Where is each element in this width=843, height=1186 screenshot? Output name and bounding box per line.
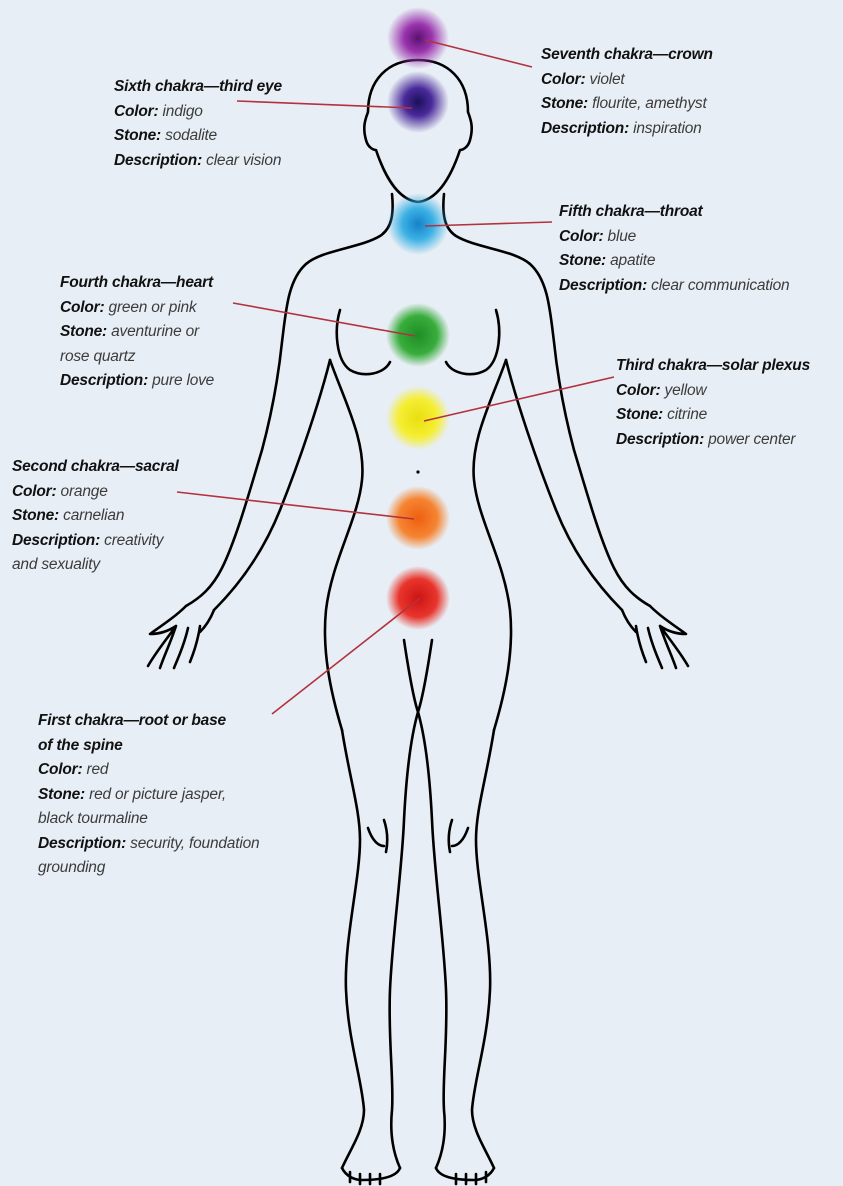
color-value: green or pink — [109, 299, 197, 316]
label-solar-plexus: Third chakra—solar plexus Color: yellow … — [616, 354, 810, 452]
chakra-title: Third chakra—solar plexus — [616, 354, 810, 379]
label-root: First chakra—root or base of the spine C… — [38, 709, 259, 881]
stone-key: Stone: — [60, 323, 107, 340]
stone-key: Stone: — [616, 406, 663, 423]
stone-value: sodalite — [165, 127, 217, 144]
chakra-title: Second chakra—sacral — [12, 455, 179, 480]
color-key: Color: — [12, 483, 56, 500]
description-value-continued: grounding — [38, 859, 105, 876]
stone-key: Stone: — [12, 507, 59, 524]
description-key: Description: — [114, 152, 202, 169]
leader-heart — [233, 303, 415, 336]
stone-value: flourite, amethyst — [592, 95, 706, 112]
leader-root — [272, 598, 420, 714]
color-key: Color: — [559, 228, 603, 245]
chakra-title: First chakra—root or base — [38, 709, 259, 734]
description-value: security, foundation — [130, 835, 259, 852]
chakra-dot-sacral — [386, 486, 450, 550]
color-value: violet — [590, 71, 625, 88]
stone-value: carnelian — [63, 507, 124, 524]
left-leg-outer — [342, 730, 364, 1168]
description-key: Description: — [559, 277, 647, 294]
stone-key: Stone: — [559, 252, 606, 269]
color-key: Color: — [114, 103, 158, 120]
description-value: clear communication — [651, 277, 789, 294]
chest-right — [446, 310, 499, 374]
chakra-dot-root — [386, 566, 450, 630]
neck-right — [443, 194, 530, 264]
right-hand — [622, 606, 688, 668]
stone-value: aventurine or — [111, 323, 199, 340]
left-leg-inner — [390, 712, 418, 1168]
description-key: Description: — [38, 835, 126, 852]
label-sacral: Second chakra—sacral Color: orange Stone… — [12, 455, 179, 578]
chakra-title: Fifth chakra—throat — [559, 200, 789, 225]
neck-left — [306, 194, 393, 264]
description-value: creativity — [104, 532, 163, 549]
stone-value-continued: rose quartz — [60, 348, 135, 365]
label-crown: Seventh chakra—crown Color: violet Stone… — [541, 43, 713, 141]
torso-right — [474, 360, 512, 730]
color-value: red — [87, 761, 109, 778]
left-knee — [368, 820, 387, 852]
color-key: Color: — [60, 299, 104, 316]
right-knee — [449, 820, 468, 852]
stone-value: citrine — [667, 406, 707, 423]
chakra-dot-heart — [386, 303, 450, 367]
chest-left — [337, 310, 390, 374]
color-value: orange — [61, 483, 108, 500]
left-arm-inner — [214, 360, 330, 610]
stone-key: Stone: — [114, 127, 161, 144]
description-value: pure love — [152, 372, 214, 389]
color-key: Color: — [541, 71, 585, 88]
chakra-dot-third-eye — [387, 71, 449, 133]
color-key: Color: — [38, 761, 82, 778]
color-value: yellow — [665, 382, 707, 399]
left-foot — [342, 1168, 400, 1184]
chakra-title: Seventh chakra—crown — [541, 43, 713, 68]
right-foot — [436, 1168, 494, 1184]
leader-solar-plexus — [424, 377, 614, 421]
color-value: indigo — [163, 103, 203, 120]
description-key: Description: — [616, 431, 704, 448]
stone-value-continued: black tourmaline — [38, 810, 148, 827]
stone-key: Stone: — [541, 95, 588, 112]
leader-sacral — [177, 492, 414, 519]
stone-value: apatite — [610, 252, 655, 269]
right-leg-outer — [472, 730, 494, 1168]
crotch — [404, 640, 432, 712]
torso-left — [325, 360, 363, 730]
color-value: blue — [608, 228, 637, 245]
label-throat: Fifth chakra—throat Color: blue Stone: a… — [559, 200, 789, 298]
description-key: Description: — [541, 120, 629, 137]
chakra-title: Fourth chakra—heart — [60, 271, 214, 296]
right-leg-inner — [418, 712, 446, 1168]
left-hand — [148, 606, 214, 668]
description-value: clear vision — [206, 152, 281, 169]
chakra-dot-crown — [387, 7, 449, 69]
chakra-title: Sixth chakra—third eye — [114, 75, 282, 100]
color-key: Color: — [616, 382, 660, 399]
chakra-dot-throat — [387, 193, 449, 255]
description-value-continued: and sexuality — [12, 556, 100, 573]
description-value: power center — [708, 431, 795, 448]
stone-key: Stone: — [38, 786, 85, 803]
description-key: Description: — [60, 372, 148, 389]
stone-value: red or picture jasper, — [89, 786, 226, 803]
description-value: inspiration — [633, 120, 701, 137]
label-heart: Fourth chakra—heart Color: green or pink… — [60, 271, 214, 394]
description-key: Description: — [12, 532, 100, 549]
chakra-dots — [386, 7, 450, 630]
label-third-eye: Sixth chakra—third eye Color: indigo Sto… — [114, 75, 282, 173]
navel — [416, 470, 419, 473]
chakra-title-continued: of the spine — [38, 734, 259, 759]
